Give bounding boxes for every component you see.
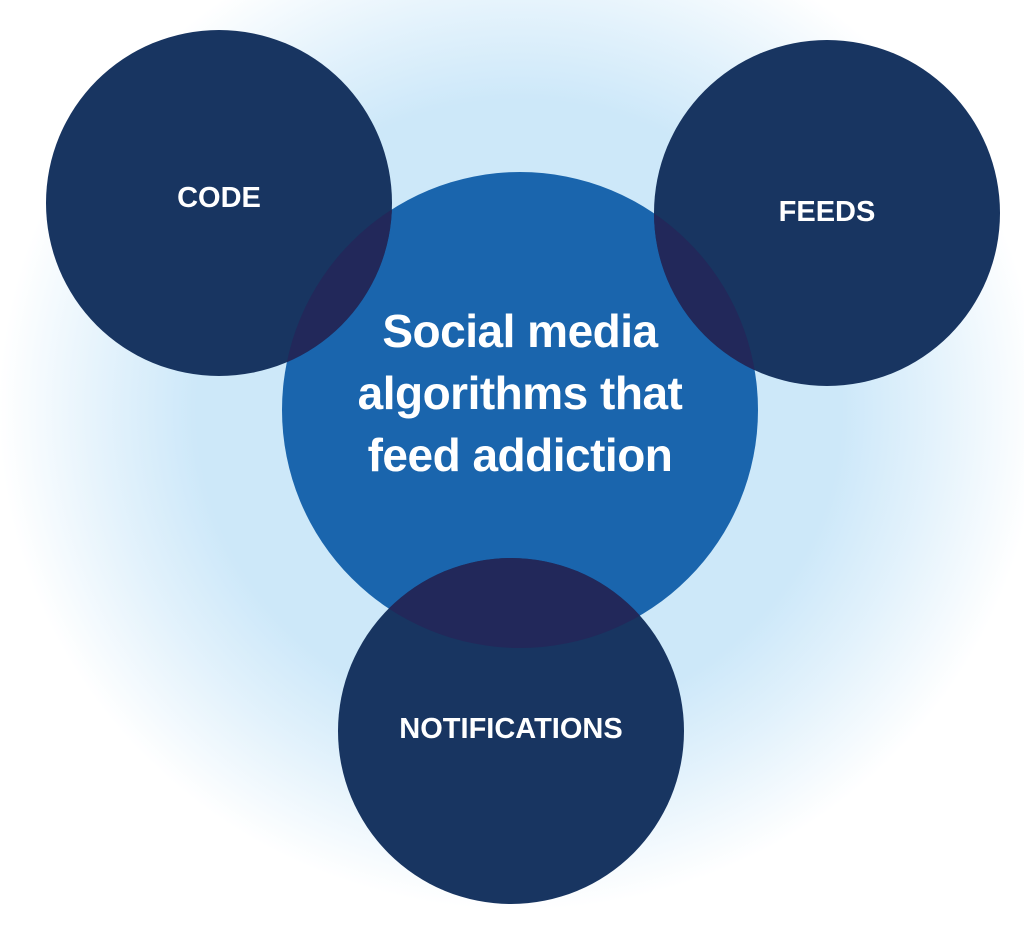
feeds-label: FEEDS — [778, 196, 876, 228]
center-title: Social media algorithms that feed addict… — [282, 300, 758, 486]
center-title-line-2: algorithms that — [357, 367, 683, 419]
notifications-label: NOTIFICATIONS — [399, 713, 623, 745]
center-title-line-3: feed addiction — [367, 429, 673, 481]
center-title-line-1: Social media — [382, 305, 658, 357]
code-label: CODE — [177, 182, 261, 214]
